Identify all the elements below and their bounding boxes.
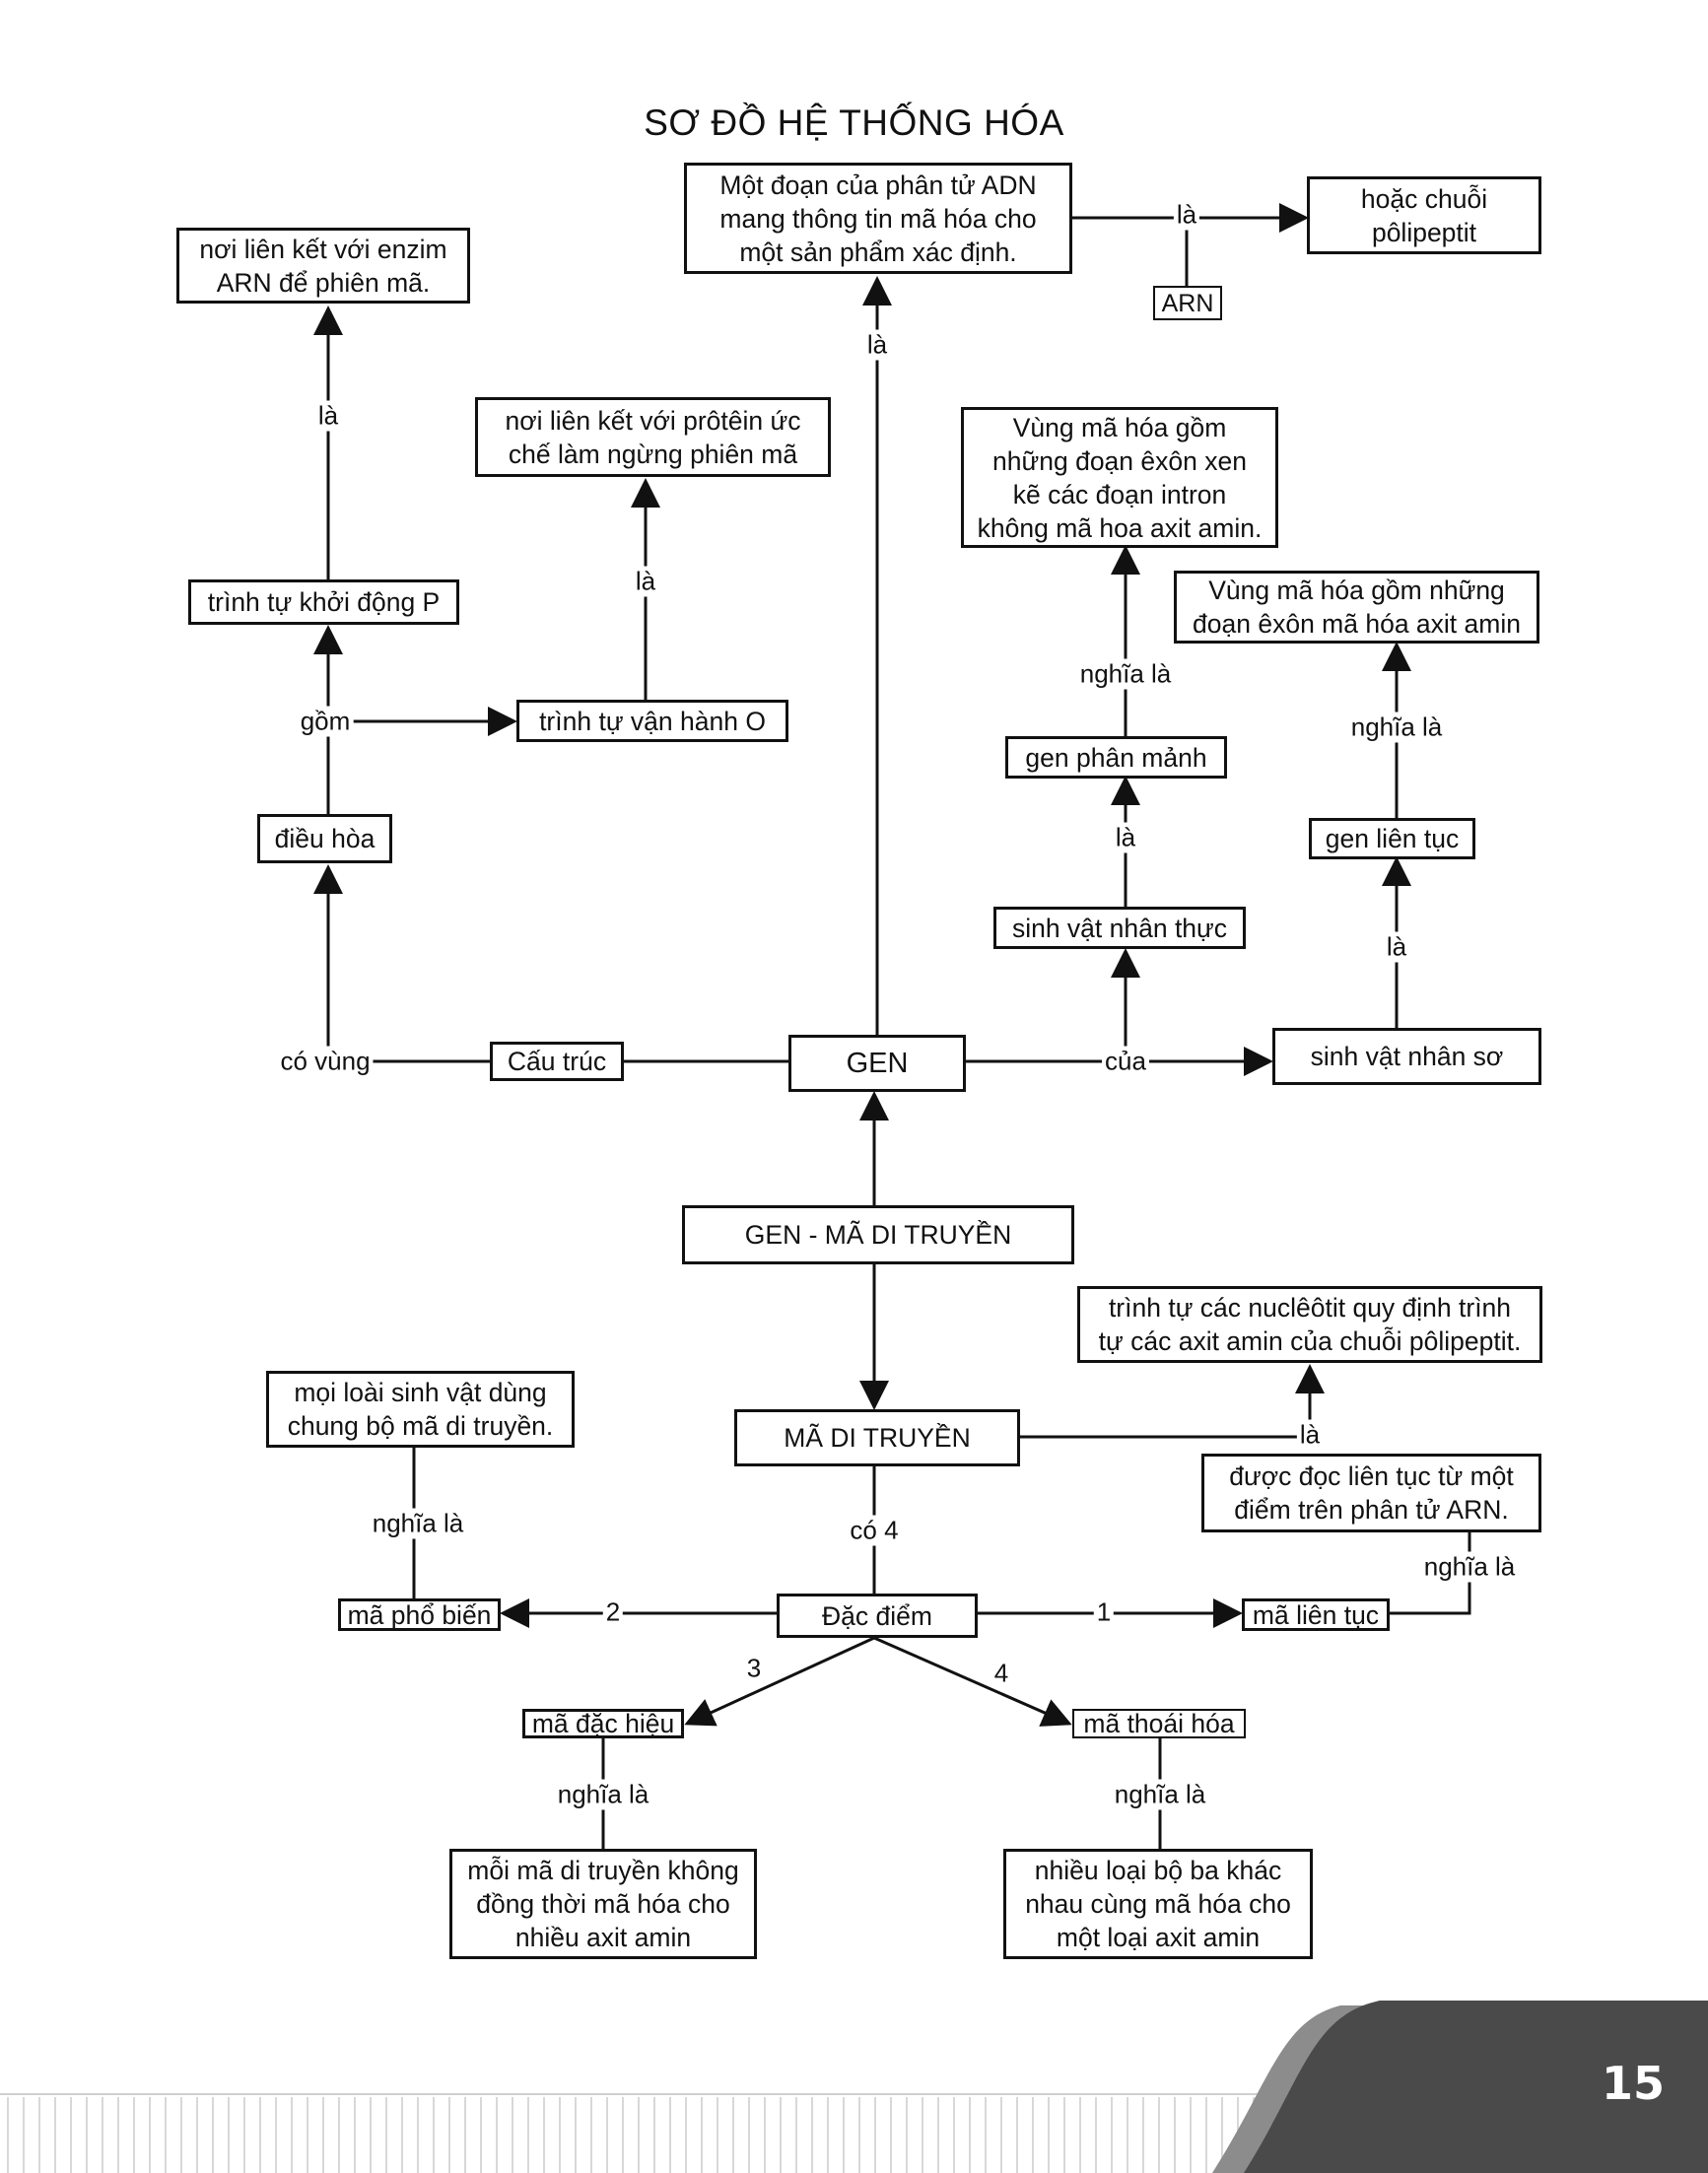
continuous-reading-box: được đọc liên tục từ một điểm trên phân … <box>1201 1454 1541 1532</box>
edge-dac-diem-to-dac-hieu <box>684 1636 875 1727</box>
universal-code-box: mã phổ biến <box>338 1598 501 1631</box>
promoter-box: trình tự khởi động P <box>188 579 459 625</box>
eukaryote-box: sinh vật nhân thực <box>993 907 1246 949</box>
structure-box: Cấu trúc <box>490 1042 624 1081</box>
label-la-phan-manh: là <box>1112 822 1139 853</box>
label-la-lien-tuc: là <box>1383 931 1410 963</box>
label-la-protein: là <box>632 566 659 597</box>
label-nghia-la-phan-manh: nghĩa là <box>1076 658 1175 690</box>
gen-definition-box: Một đoạn của phân tử ADN mang thông tin … <box>684 163 1072 274</box>
polipeptit-box: hoặc chuỗi pôlipeptit <box>1307 176 1541 254</box>
universal-meaning-box: mọi loài sinh vật dùng chung bộ mã di tr… <box>266 1371 575 1448</box>
gen-box: GEN <box>788 1035 966 1092</box>
exon-intron-box: Vùng mã hóa gồm những đoạn êxôn xen kẽ c… <box>961 407 1278 548</box>
exon-continuous-box: Vùng mã hóa gồm những đoạn êxôn mã hóa a… <box>1174 571 1539 644</box>
enzim-box: nơi liên kết với enzim ARN để phiên mã. <box>176 228 470 304</box>
label-nghia-la-doc: nghĩa là <box>1420 1551 1519 1583</box>
label-la-gen: là <box>863 329 891 361</box>
specific-code-box: mã đặc hiệu <box>522 1709 684 1738</box>
operator-box: trình tự vận hành O <box>516 700 788 742</box>
label-la-top: là <box>1173 199 1200 231</box>
label-gom: gồm <box>297 706 354 737</box>
page-title: SƠ ĐỒ HỆ THỐNG HÓA <box>644 102 1064 143</box>
continuous-gene-box: gen liên tục <box>1309 818 1475 859</box>
label-number-4: 4 <box>993 1658 1009 1688</box>
edge-dac-diem-to-thoai-hoa <box>873 1636 1072 1727</box>
label-co-vung: có vùng <box>277 1046 374 1077</box>
arn-box: ARN <box>1153 286 1222 320</box>
genetic-code-box: MÃ DI TRUYỀN <box>734 1409 1020 1466</box>
label-cua: của <box>1102 1046 1149 1077</box>
protein-box: nơi liên kết với prôtêin ức chế làm ngừn… <box>475 397 831 477</box>
label-number-2: 2 <box>602 1596 624 1628</box>
label-nghia-la-lien-tuc: nghĩa là <box>1347 712 1446 743</box>
gene-code-box: GEN - MÃ DI TRUYỀN <box>682 1205 1074 1264</box>
label-number-3: 3 <box>746 1653 762 1683</box>
nucleotide-order-box: trình tự các nuclêôtit quy định trình tự… <box>1077 1286 1542 1363</box>
label-la-ma-di-truyen: là <box>1296 1419 1324 1451</box>
specific-meaning-box: mỗi mã di truyền không đồng thời mã hóa … <box>449 1849 757 1959</box>
features-box: Đặc điểm <box>777 1594 978 1638</box>
page-number: 15 <box>1601 2057 1665 2110</box>
label-co-4: có 4 <box>847 1515 902 1546</box>
label-nghia-la-dac-hieu: nghĩa là <box>554 1779 652 1810</box>
regulation-box: điều hòa <box>257 814 392 863</box>
prokaryote-box: sinh vật nhân sơ <box>1272 1028 1541 1085</box>
degenerate-code-box: mã thoái hóa <box>1072 1709 1246 1738</box>
label-la-enzim: là <box>314 400 342 432</box>
continuous-code-box: mã liên tục <box>1242 1598 1390 1631</box>
degenerate-meaning-box: nhiều loại bộ ba khác nhau cùng mã hóa c… <box>1003 1849 1313 1959</box>
label-number-1: 1 <box>1093 1596 1115 1628</box>
label-nghia-la-pho-bien: nghĩa là <box>369 1508 467 1539</box>
label-nghia-la-thoai-hoa: nghĩa là <box>1111 1779 1209 1810</box>
split-gene-box: gen phân mảnh <box>1005 736 1227 779</box>
